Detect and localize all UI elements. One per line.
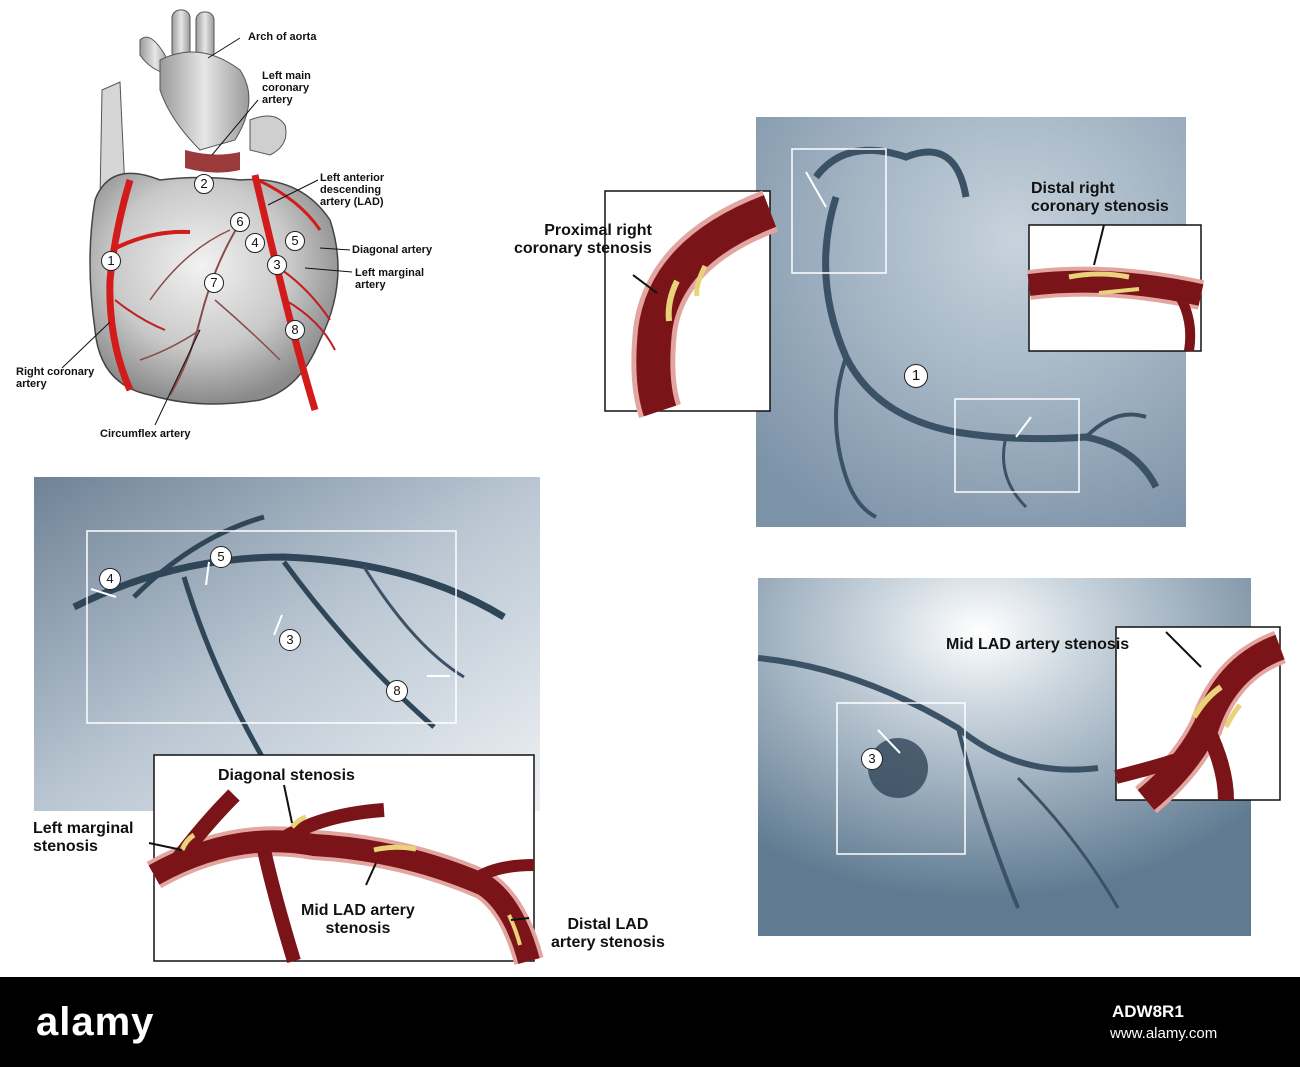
left-marker-5: 5 [210,546,232,568]
heart-marker-2: 2 [194,174,214,194]
heart-marker-1: 1 [101,251,121,271]
distal-rca-inset [1027,224,1205,352]
label-circumflex-artery: Circumflex artery [100,428,191,440]
heart-marker-4: 4 [245,233,265,253]
label-diagonal-artery: Diagonal artery [352,244,433,256]
heart-marker-7: 7 [204,273,224,293]
label-arch-of-aorta: Arch of aorta [248,31,317,43]
left-marker-3: 3 [279,629,301,651]
label-right-coronary-artery: Right coronary artery [16,366,95,390]
label-left-marginal-stenosis: Left marginal stenosis [33,820,134,855]
heart-marker-5: 5 [285,231,305,251]
left-marker-4: 4 [99,568,121,590]
label-left-marginal-artery: Left marginal artery [355,267,425,291]
lad-marker-3: 3 [861,748,883,770]
footer-image-id: ADW8R1 [1112,1002,1184,1021]
mid-lad-inset [1114,626,1287,814]
heart-illustration [61,9,353,426]
label-distal-rca-stenosis: Distal right coronary stenosis [1031,180,1169,215]
footer-url[interactable]: www.alamy.com [1110,1025,1218,1042]
footer-bar [0,977,1300,1067]
heart-marker-6: 6 [230,212,250,232]
label-diagonal-stenosis: Diagonal stenosis [218,767,355,784]
heart-marker-3: 3 [267,255,287,275]
proximal-rca-inset [604,190,779,418]
label-lad: Left anterior descending artery (LAD) [320,172,385,208]
footer-logo[interactable]: alamy [36,1000,155,1044]
label-mid-lad-stenosis-right: Mid LAD artery stenosis [946,636,1130,653]
heart-marker-8: 8 [285,320,305,340]
label-proximal-rca-stenosis: Proximal right coronary stenosis [514,222,652,257]
rca-marker-1: 1 [904,364,928,388]
left-lad-inset [146,754,544,966]
label-left-main-coronary: Left main coronary artery [262,70,311,106]
label-distal-lad-stenosis: Distal LAD artery stenosis [551,916,665,951]
left-marker-8: 8 [386,680,408,702]
label-mid-lad-stenosis-left: Mid LAD artery stenosis [301,902,415,937]
